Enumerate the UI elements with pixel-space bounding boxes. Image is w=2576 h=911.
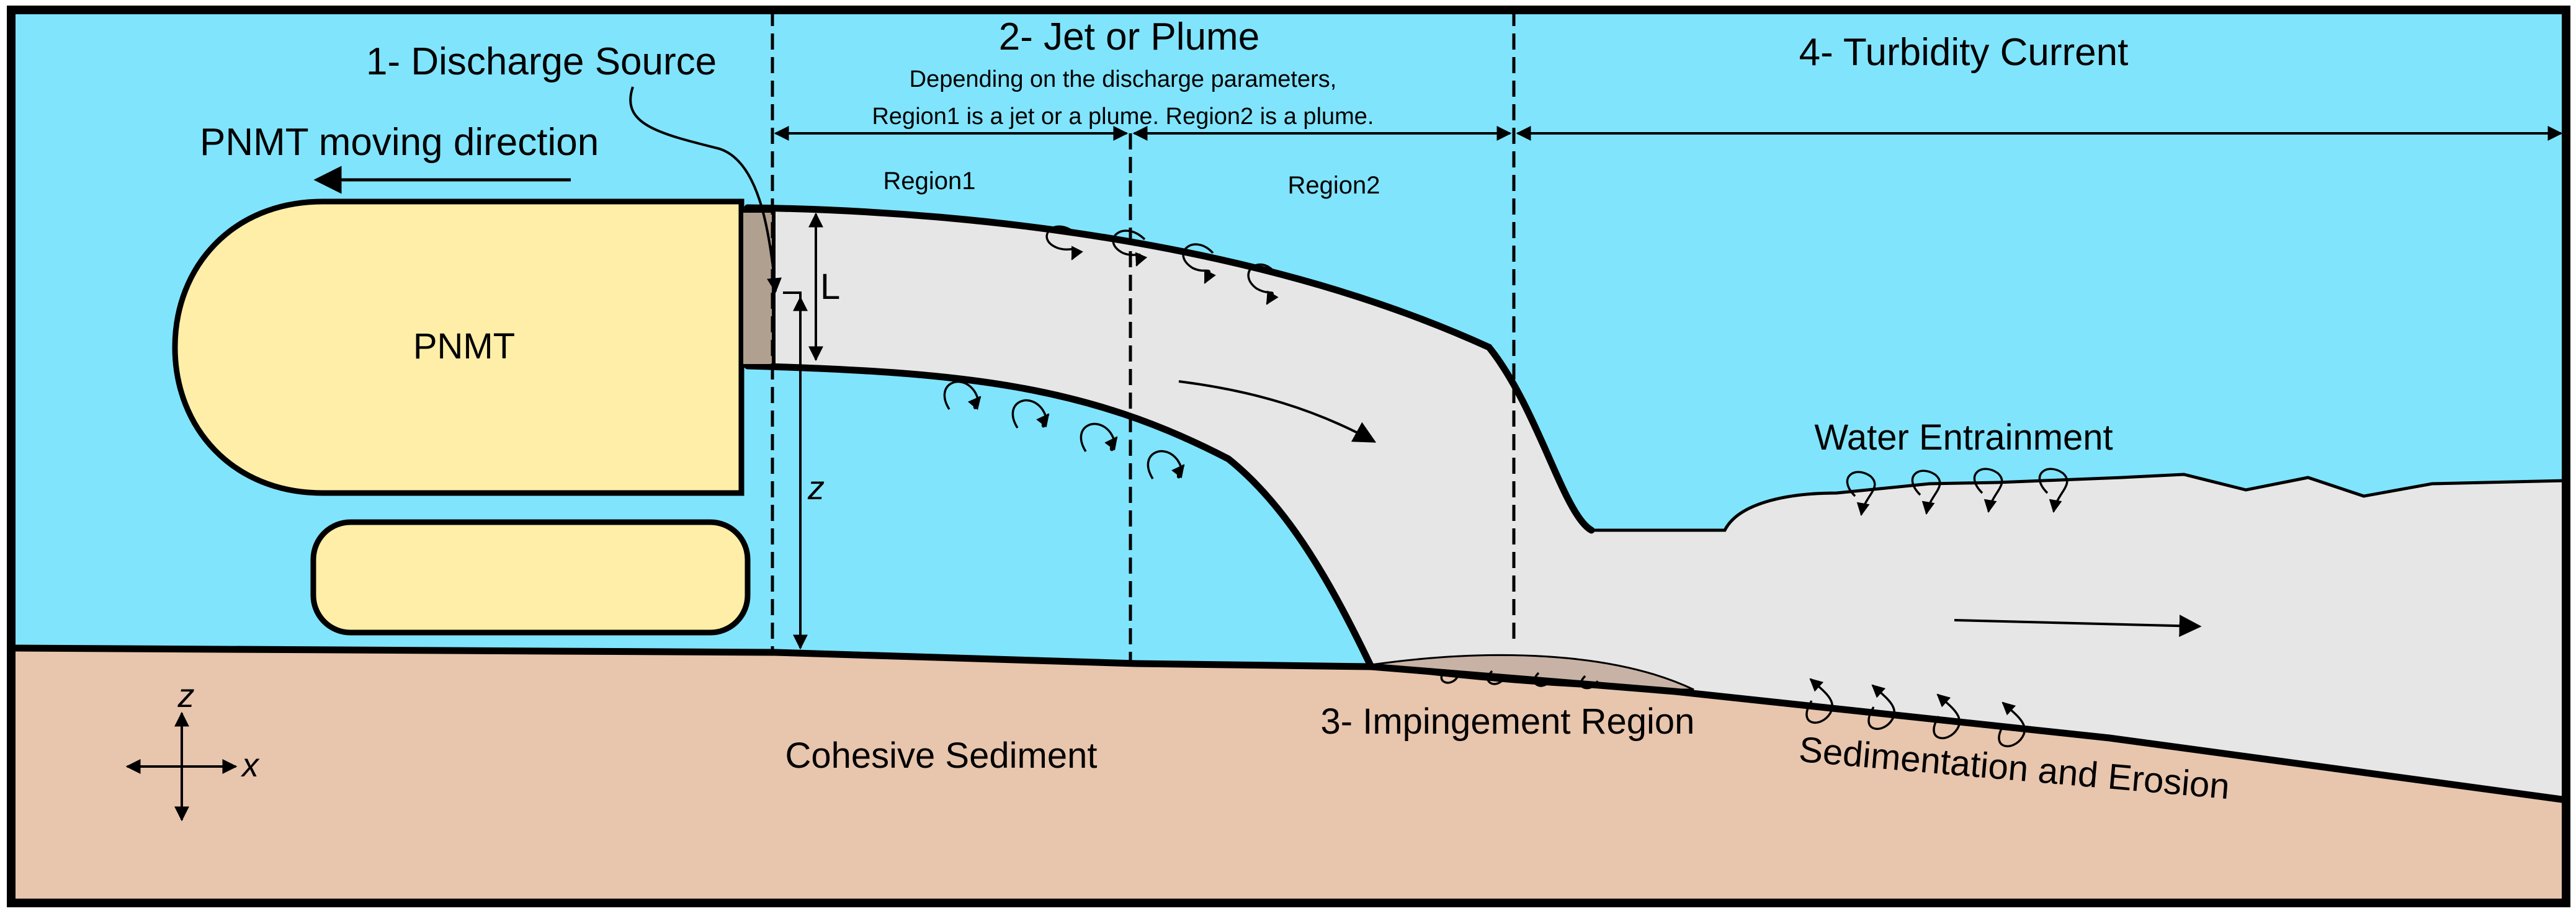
label-turbidity-current: 4- Turbidity Current [1799, 31, 2129, 74]
label-jet-note-2: Region1 is a jet or a plume. Region2 is … [872, 104, 1374, 130]
eddies-lower [943, 380, 1185, 479]
discharge-source-leader [629, 86, 782, 293]
plume-upper-boundary [744, 204, 1595, 534]
turbidity-flow-arrow [1954, 615, 2202, 638]
bed-line [7, 644, 2570, 804]
label-water-entrainment: Water Entrainment [1814, 417, 2113, 458]
label-axis-x: x [240, 747, 260, 784]
label-cohesive-sediment: Cohesive Sediment [785, 735, 1098, 776]
eddies-bed [1805, 678, 2026, 747]
label-moving-direction: PNMT moving direction [200, 121, 599, 164]
pnmt-body [172, 198, 745, 496]
plume-flow-arrow [1178, 380, 1377, 443]
frame [7, 6, 2570, 907]
label-L: L [820, 267, 840, 307]
label-region1: Region1 [883, 167, 975, 195]
plume-body [748, 208, 2566, 800]
plume-lower-boundary [744, 362, 1375, 670]
eddies-entrainment [1846, 468, 2068, 517]
eddies-impingement [1440, 669, 1599, 690]
label-pnmt: PNMT [413, 326, 515, 367]
label-jet-note-1: Depending on the discharge parameters, [910, 66, 1337, 92]
turbidity-surface [1591, 473, 2567, 532]
sediment-bed [11, 648, 2566, 903]
label-axis-z: z [177, 677, 195, 714]
label-discharge-source: 1- Discharge Source [366, 40, 717, 83]
eddies-upper [1045, 225, 1279, 305]
label-region2: Region2 [1287, 172, 1380, 199]
label-z-height: z [807, 469, 825, 507]
label-impingement-region: 3- Impingement Region [1321, 701, 1695, 742]
pnmt-track [310, 519, 751, 636]
label-jet-or-plume: 2- Jet or Plume [999, 16, 1259, 58]
